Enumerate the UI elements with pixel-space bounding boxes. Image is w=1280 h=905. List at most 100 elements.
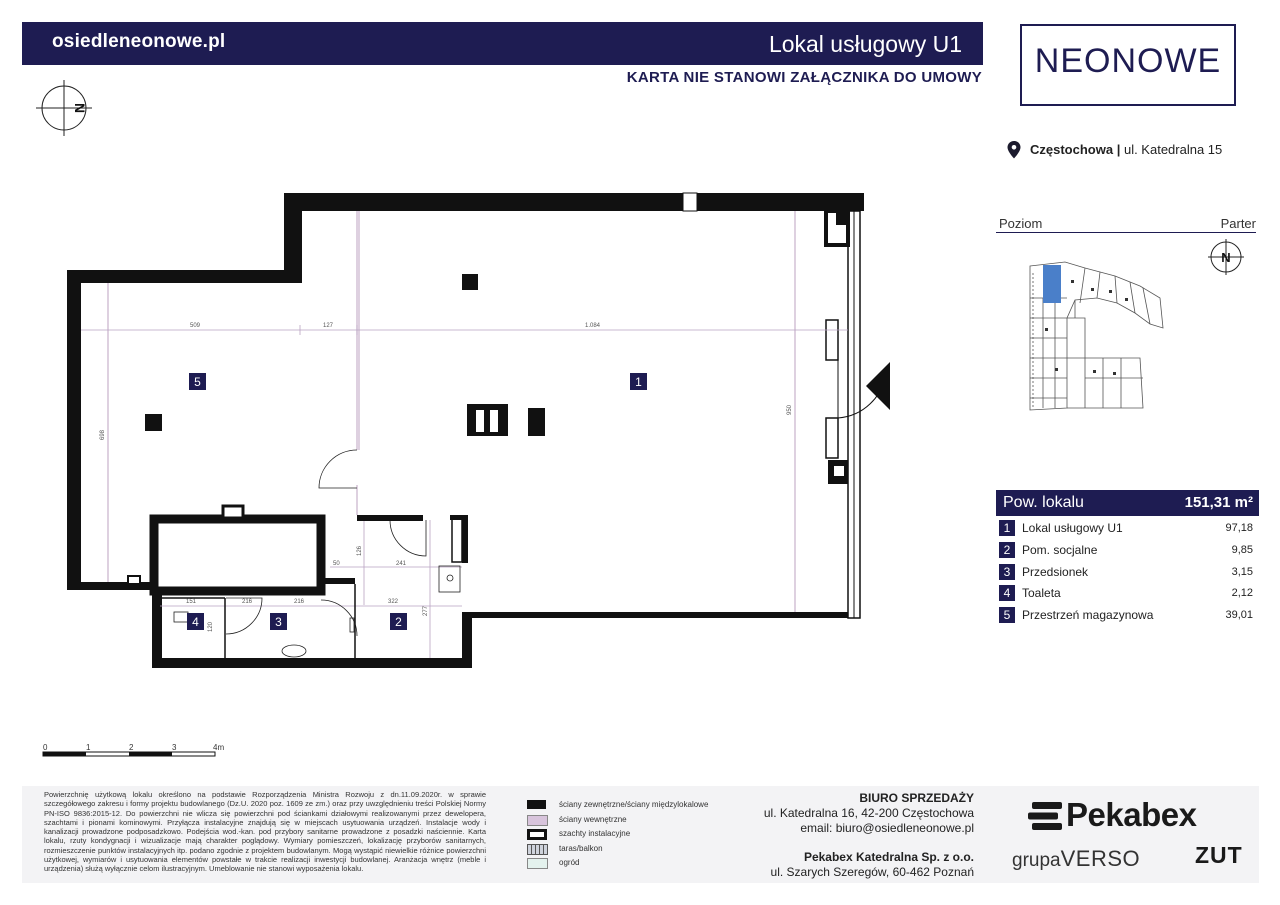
dimension-label: 277 <box>423 605 429 616</box>
level-value: Parter <box>1220 216 1256 231</box>
room-label-1: 1 <box>635 375 642 389</box>
level-divider <box>996 232 1256 233</box>
exterior-walls <box>67 193 864 668</box>
legend-label: ściany wewnętrzne <box>559 815 627 824</box>
floor-plan: N <box>36 80 890 757</box>
dimension-label: 50 <box>333 561 340 567</box>
room-area: 3,15 <box>1231 566 1253 578</box>
address-separator: | <box>1116 142 1121 157</box>
column-inner <box>476 410 498 432</box>
dimension-labels: 509 127 1.084 698 950 50 241 322 151 216… <box>100 323 793 632</box>
dimension-label: 151 <box>186 599 197 605</box>
dimension-label: 509 <box>190 323 201 329</box>
room-name: Toaleta <box>1022 586 1061 600</box>
legend-label: szachty instalacyjne <box>559 829 631 838</box>
dimension-label: 322 <box>388 599 399 605</box>
sales-office-title: BIURO SPRZEDAŻY <box>859 791 974 805</box>
site-url-link[interactable]: osiedleneonowe.pl <box>52 31 226 52</box>
plan-compass-icon: N <box>36 80 92 136</box>
unit-title: Lokal usługowy U1 <box>768 31 962 57</box>
location-pin-icon <box>1007 141 1021 159</box>
room-list-item: 5 Przestrzeń magazynowa 39,01 <box>999 607 1259 627</box>
scale-bar: 0 1 2 3 4m <box>42 743 224 757</box>
legend-swatch <box>527 800 546 809</box>
area-label: Pow. lokalu <box>1003 494 1084 511</box>
door-swings <box>225 449 427 637</box>
unit-highlight <box>1043 265 1061 303</box>
legend-swatch <box>527 829 547 840</box>
installation-shaft <box>127 504 326 596</box>
scale-tick: 3 <box>172 743 177 752</box>
room-label-4: 4 <box>192 615 199 629</box>
north-compass-icon: N <box>1208 239 1244 275</box>
address: Częstochowa | ul. Katedralna 15 <box>1030 142 1222 157</box>
grupa-text: grupa <box>1012 850 1061 871</box>
grupa-verso-logo: grupaVERSO <box>1012 846 1140 872</box>
verso-text: VERSO <box>1060 846 1141 871</box>
room-name: Lokal usługowy U1 <box>1022 521 1123 535</box>
legend-swatch <box>527 815 548 826</box>
sales-office-address: ul. Katedralna 16, 42-200 Częstochowa <box>763 806 974 820</box>
sales-office-email[interactable]: email: biuro@osiedleneonowe.pl <box>800 821 974 835</box>
room-name: Przestrzeń magazynowa <box>1022 608 1154 622</box>
dimension-label: 698 <box>100 429 106 440</box>
plan-compass-letter: N <box>72 103 88 113</box>
room-name: Pom. socjalne <box>1022 543 1098 557</box>
area-summary-bar <box>996 490 1259 516</box>
corner-shaft <box>824 209 850 247</box>
legend-label: ogród <box>559 858 580 867</box>
company-address: ul. Szarych Szeregów, 60-462 Poznań <box>770 865 974 879</box>
neonowe-logo <box>1020 24 1236 106</box>
room-list-item: 2 Pom. socjalne 9,85 <box>999 542 1259 562</box>
dimension-label: 216 <box>242 599 253 605</box>
columns <box>145 274 545 436</box>
room-label-2: 2 <box>395 615 402 629</box>
area-total: 151,31 m² <box>1184 494 1253 511</box>
room-number: 2 <box>999 542 1015 558</box>
room-number: 3 <box>999 564 1015 580</box>
dimension-label: 950 <box>787 404 793 415</box>
company-name: Pekabex Katedralna Sp. z o.o. <box>803 850 974 864</box>
compass-letter: N <box>1221 250 1230 265</box>
room-labels: 1 2 3 4 5 <box>187 373 647 630</box>
partition-lines <box>162 517 463 658</box>
level-label: Poziom <box>999 216 1043 231</box>
facade-shaft <box>682 192 698 212</box>
zut-logo: ZUT <box>1195 842 1243 868</box>
dimension-label: 126 <box>357 545 363 556</box>
disclaimer-text: KARTA NIE STANOWI ZAŁĄCZNIKA DO UMOWY <box>626 69 982 86</box>
room-label-5: 5 <box>194 375 201 389</box>
dimension-lines <box>81 325 848 658</box>
neonowe-logo-text: NEONOWE <box>1034 42 1222 80</box>
legend-swatch <box>527 844 548 855</box>
pekabex-logo-icon <box>1028 802 1062 830</box>
room-area: 2,12 <box>1231 587 1253 599</box>
dimension-label: 1.084 <box>585 323 601 329</box>
room-name: Przedsionek <box>1022 565 1089 579</box>
room-area: 39,01 <box>1225 609 1253 621</box>
dimension-label: 216 <box>294 599 305 605</box>
logo-box-gap <box>1122 100 1130 104</box>
room-list-item: 4 Toaleta 2,12 <box>999 585 1259 605</box>
right-facade <box>825 210 887 619</box>
room-list-item: 1 Lokal usługowy U1 97,18 <box>999 520 1259 540</box>
legend-label: taras/balkon <box>559 844 603 853</box>
room-list-item: 3 Przedsionek 3,15 <box>999 564 1259 584</box>
header-bar <box>22 22 983 65</box>
address-city: Częstochowa <box>1030 142 1114 157</box>
site-location-map <box>1029 261 1164 411</box>
room-number: 5 <box>999 607 1015 623</box>
pekabex-logo-text: Pekabex <box>1066 796 1197 833</box>
partition-walls <box>321 515 468 584</box>
room-area: 9,85 <box>1231 544 1253 556</box>
legend-label: ściany zewnętrzne/ściany międzylokalowe <box>559 800 709 809</box>
scale-tick: 2 <box>129 743 134 752</box>
legend-swatch <box>527 858 548 869</box>
legal-notice: Powierzchnię użytkową lokalu określono n… <box>44 790 486 874</box>
entrance-arrow-icon <box>866 362 890 410</box>
address-street: ul. Katedralna 15 <box>1123 142 1223 157</box>
room-number: 4 <box>999 585 1015 601</box>
scale-tick: 0 <box>43 743 48 752</box>
dimension-label: 241 <box>396 561 407 567</box>
dimension-label: 120 <box>208 621 214 632</box>
